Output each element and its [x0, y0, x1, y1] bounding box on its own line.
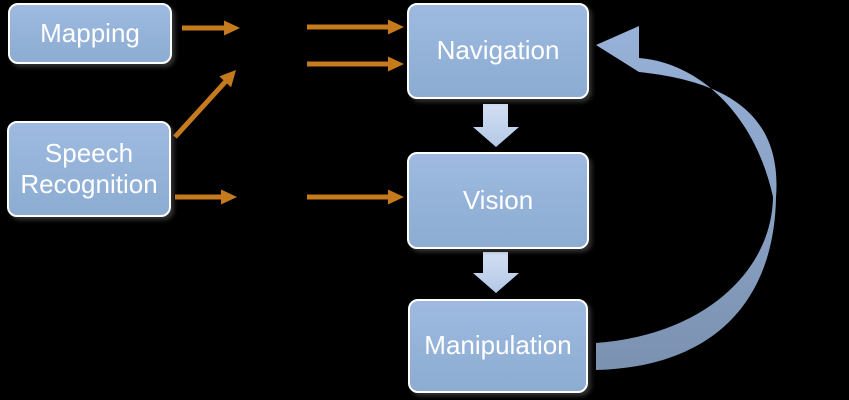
node-vision: Vision [407, 152, 589, 249]
arrow-into-vision [307, 189, 404, 205]
node-vision-label: Vision [462, 184, 534, 215]
node-manipulation-label: Manipulation [424, 330, 572, 361]
block-arrow-navigation-to-vision [473, 104, 519, 147]
node-mapping: Mapping [8, 3, 172, 64]
curved-feedback-arrow-body [596, 58, 777, 370]
node-manipulation: Manipulation [408, 299, 588, 393]
arrow-into-navigation-upper [307, 19, 404, 35]
block-arrow-vision-to-manipulation [473, 252, 519, 293]
node-mapping-label: Mapping [40, 17, 140, 48]
arrow-mapping-out [182, 20, 240, 36]
node-navigation-label: Navigation [436, 35, 560, 66]
arrow-speech-diagonal-up [173, 70, 236, 139]
arrow-speech-out [175, 189, 237, 205]
arrow-into-navigation-lower [307, 56, 404, 72]
curved-feedback-arrow-manipulation-to-navigation [596, 26, 777, 370]
curved-feedback-arrowhead [596, 26, 639, 72]
node-navigation: Navigation [407, 3, 589, 99]
node-speech-recognition: Speech Recognition [7, 121, 171, 217]
node-speech-recognition-label: Speech Recognition [20, 137, 158, 199]
